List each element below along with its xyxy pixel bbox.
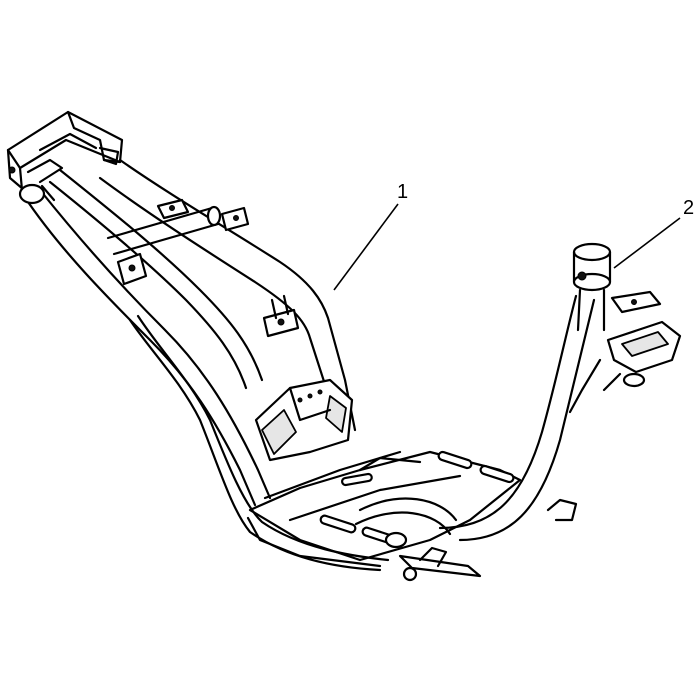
rear-crossmember	[6, 110, 124, 197]
floor-platform	[248, 450, 522, 562]
mounting-tab-left	[116, 252, 148, 286]
mounting-tab-lower	[262, 294, 300, 338]
mounting-tab-center	[156, 198, 190, 220]
callout-1-label: 1	[397, 181, 408, 203]
steering-head-bracket	[568, 242, 682, 414]
inner-diagonal-tube	[48, 168, 264, 390]
callout-1-leader	[333, 203, 399, 291]
lower-skid-rail	[128, 314, 482, 582]
upper-cross-tube	[106, 205, 222, 256]
front-down-tube	[438, 294, 596, 542]
center-gusset	[254, 378, 354, 462]
left-rear-tube	[18, 183, 272, 507]
mounting-tab-right	[220, 206, 250, 232]
callout-2-leader	[613, 217, 681, 269]
right-rear-tube	[98, 158, 357, 442]
callout-2-label: 2	[683, 197, 694, 219]
